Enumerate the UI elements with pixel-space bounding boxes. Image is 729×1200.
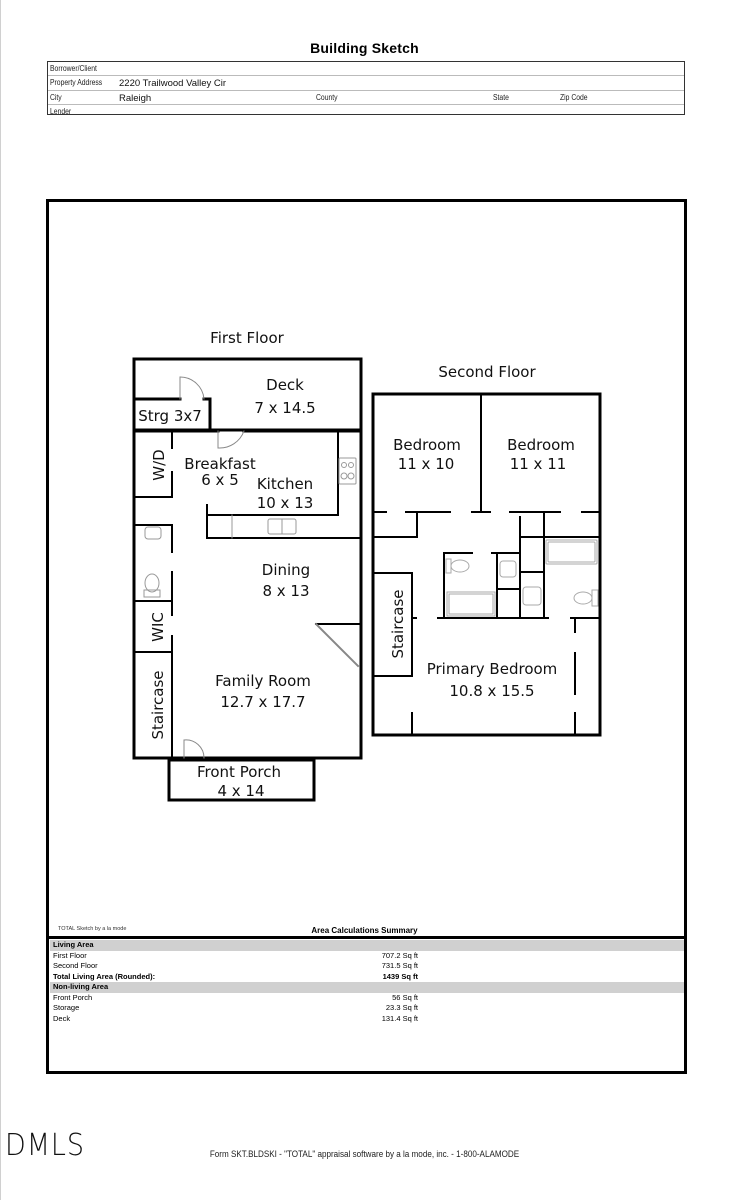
nonliving-area-header: Non-living Area [50,982,684,993]
document-title: Building Sketch [310,40,419,56]
form-footer: Form SKT.BLDSKI - "TOTAL" appraisal soft… [209,1149,520,1159]
family-room-label: Family Room [215,672,311,690]
first-floor-title: First Floor [210,329,284,347]
sketch-frame [46,199,687,1074]
bedroom2-dims: 11 x 11 [510,455,567,473]
city-row: City Raleigh County State Zip Code [48,91,684,105]
row-label: Second Floor [53,961,98,970]
primary-bedroom-label: Primary Bedroom [427,660,558,678]
bedroom1-label: Bedroom [393,436,461,454]
county-label: County [316,92,338,102]
city-value: Raleigh [119,92,152,104]
summary-row: Second Floor 731.5 Sq ft [50,961,684,972]
nonliving-area-heading: Non-living Area [53,982,109,991]
row-value: 731.5 Sq ft [381,961,418,970]
deck-dims: 7 x 14.5 [254,399,315,417]
living-area-heading: Living Area [53,940,94,949]
living-area-header: Living Area [50,940,684,951]
primary-bedroom-dims: 10.8 x 15.5 [449,682,534,700]
first-floor-fixtures [143,457,357,598]
bedroom2-label: Bedroom [507,436,575,454]
zip-label: Zip Code [560,92,588,102]
row-label: Front Porch [53,992,93,1002]
borrower-label: Borrower/Client [50,64,97,73]
address-value: 2220 Trailwood Valley Cir [119,78,227,90]
total-living-row: Total Living Area (Rounded): 1439 Sq ft [50,972,684,983]
summary-row: Front Porch 56 Sq ft [50,993,684,1004]
page-edge [0,0,1,1200]
summary-row: Storage 23.3 Sq ft [50,1003,684,1014]
lender-row: Lender [48,105,684,118]
front-porch-label: Front Porch [197,763,281,781]
lender-label: Lender [50,106,72,116]
wic-label: WIC [149,612,167,642]
total-label: Total Living Area (Rounded): [53,971,156,981]
dining-dims: 8 x 13 [262,582,309,600]
address-row: Property Address 2220 Trailwood Valley C… [48,76,684,91]
kitchen-dims: 10 x 13 [257,494,314,512]
row-value: 707.2 Sq ft [381,950,418,960]
bedroom1-dims: 11 x 10 [398,455,455,473]
row-label: First Floor [53,950,87,960]
breakfast-dims: 6 x 5 [201,471,239,489]
area-summary-table: Living Area First Floor 707.2 Sq ft Seco… [50,940,684,1024]
borrower-row: Borrower/Client [48,62,684,77]
breakfast-label: Breakfast [184,455,256,473]
second-staircase-label: Staircase [389,589,407,658]
dmls-logo: DMLS [5,1128,85,1163]
summary-title: Area Calculations Summary [311,926,418,935]
first-floor-walls [132,357,363,802]
row-value: 131.4 Sq ft [381,1013,418,1023]
kitchen-label: Kitchen [257,475,313,493]
deck-label: Deck [266,376,304,394]
front-porch-dims: 4 x 14 [217,782,264,800]
row-label: Deck [53,1013,71,1023]
sketch-credit: TOTAL Sketch by a la mode [58,926,127,932]
address-label: Property Address [50,78,103,88]
first-staircase-label: Staircase [149,670,167,739]
row-label: Storage [53,1003,80,1012]
row-value: 23.3 Sq ft [385,1003,418,1012]
family-room-dims: 12.7 x 17.7 [220,693,305,711]
total-value: 1439 Sq ft [382,971,418,981]
city-label: City [50,92,62,102]
summary-divider [49,936,685,939]
property-info-table: Borrower/Client Property Address 2220 Tr… [47,61,685,118]
second-floor-title: Second Floor [438,363,536,381]
dining-label: Dining [262,561,310,579]
second-floor-walls [371,392,602,737]
state-label: State [493,92,509,102]
second-floor-fixtures [445,539,599,617]
wd-label: W/D [150,449,168,480]
summary-row: First Floor 707.2 Sq ft [50,951,684,962]
summary-row: Deck 131.4 Sq ft [50,1014,684,1025]
row-value: 56 Sq ft [392,992,418,1002]
first-floor-doors [179,376,245,759]
storage-label: Strg 3x7 [138,407,202,425]
